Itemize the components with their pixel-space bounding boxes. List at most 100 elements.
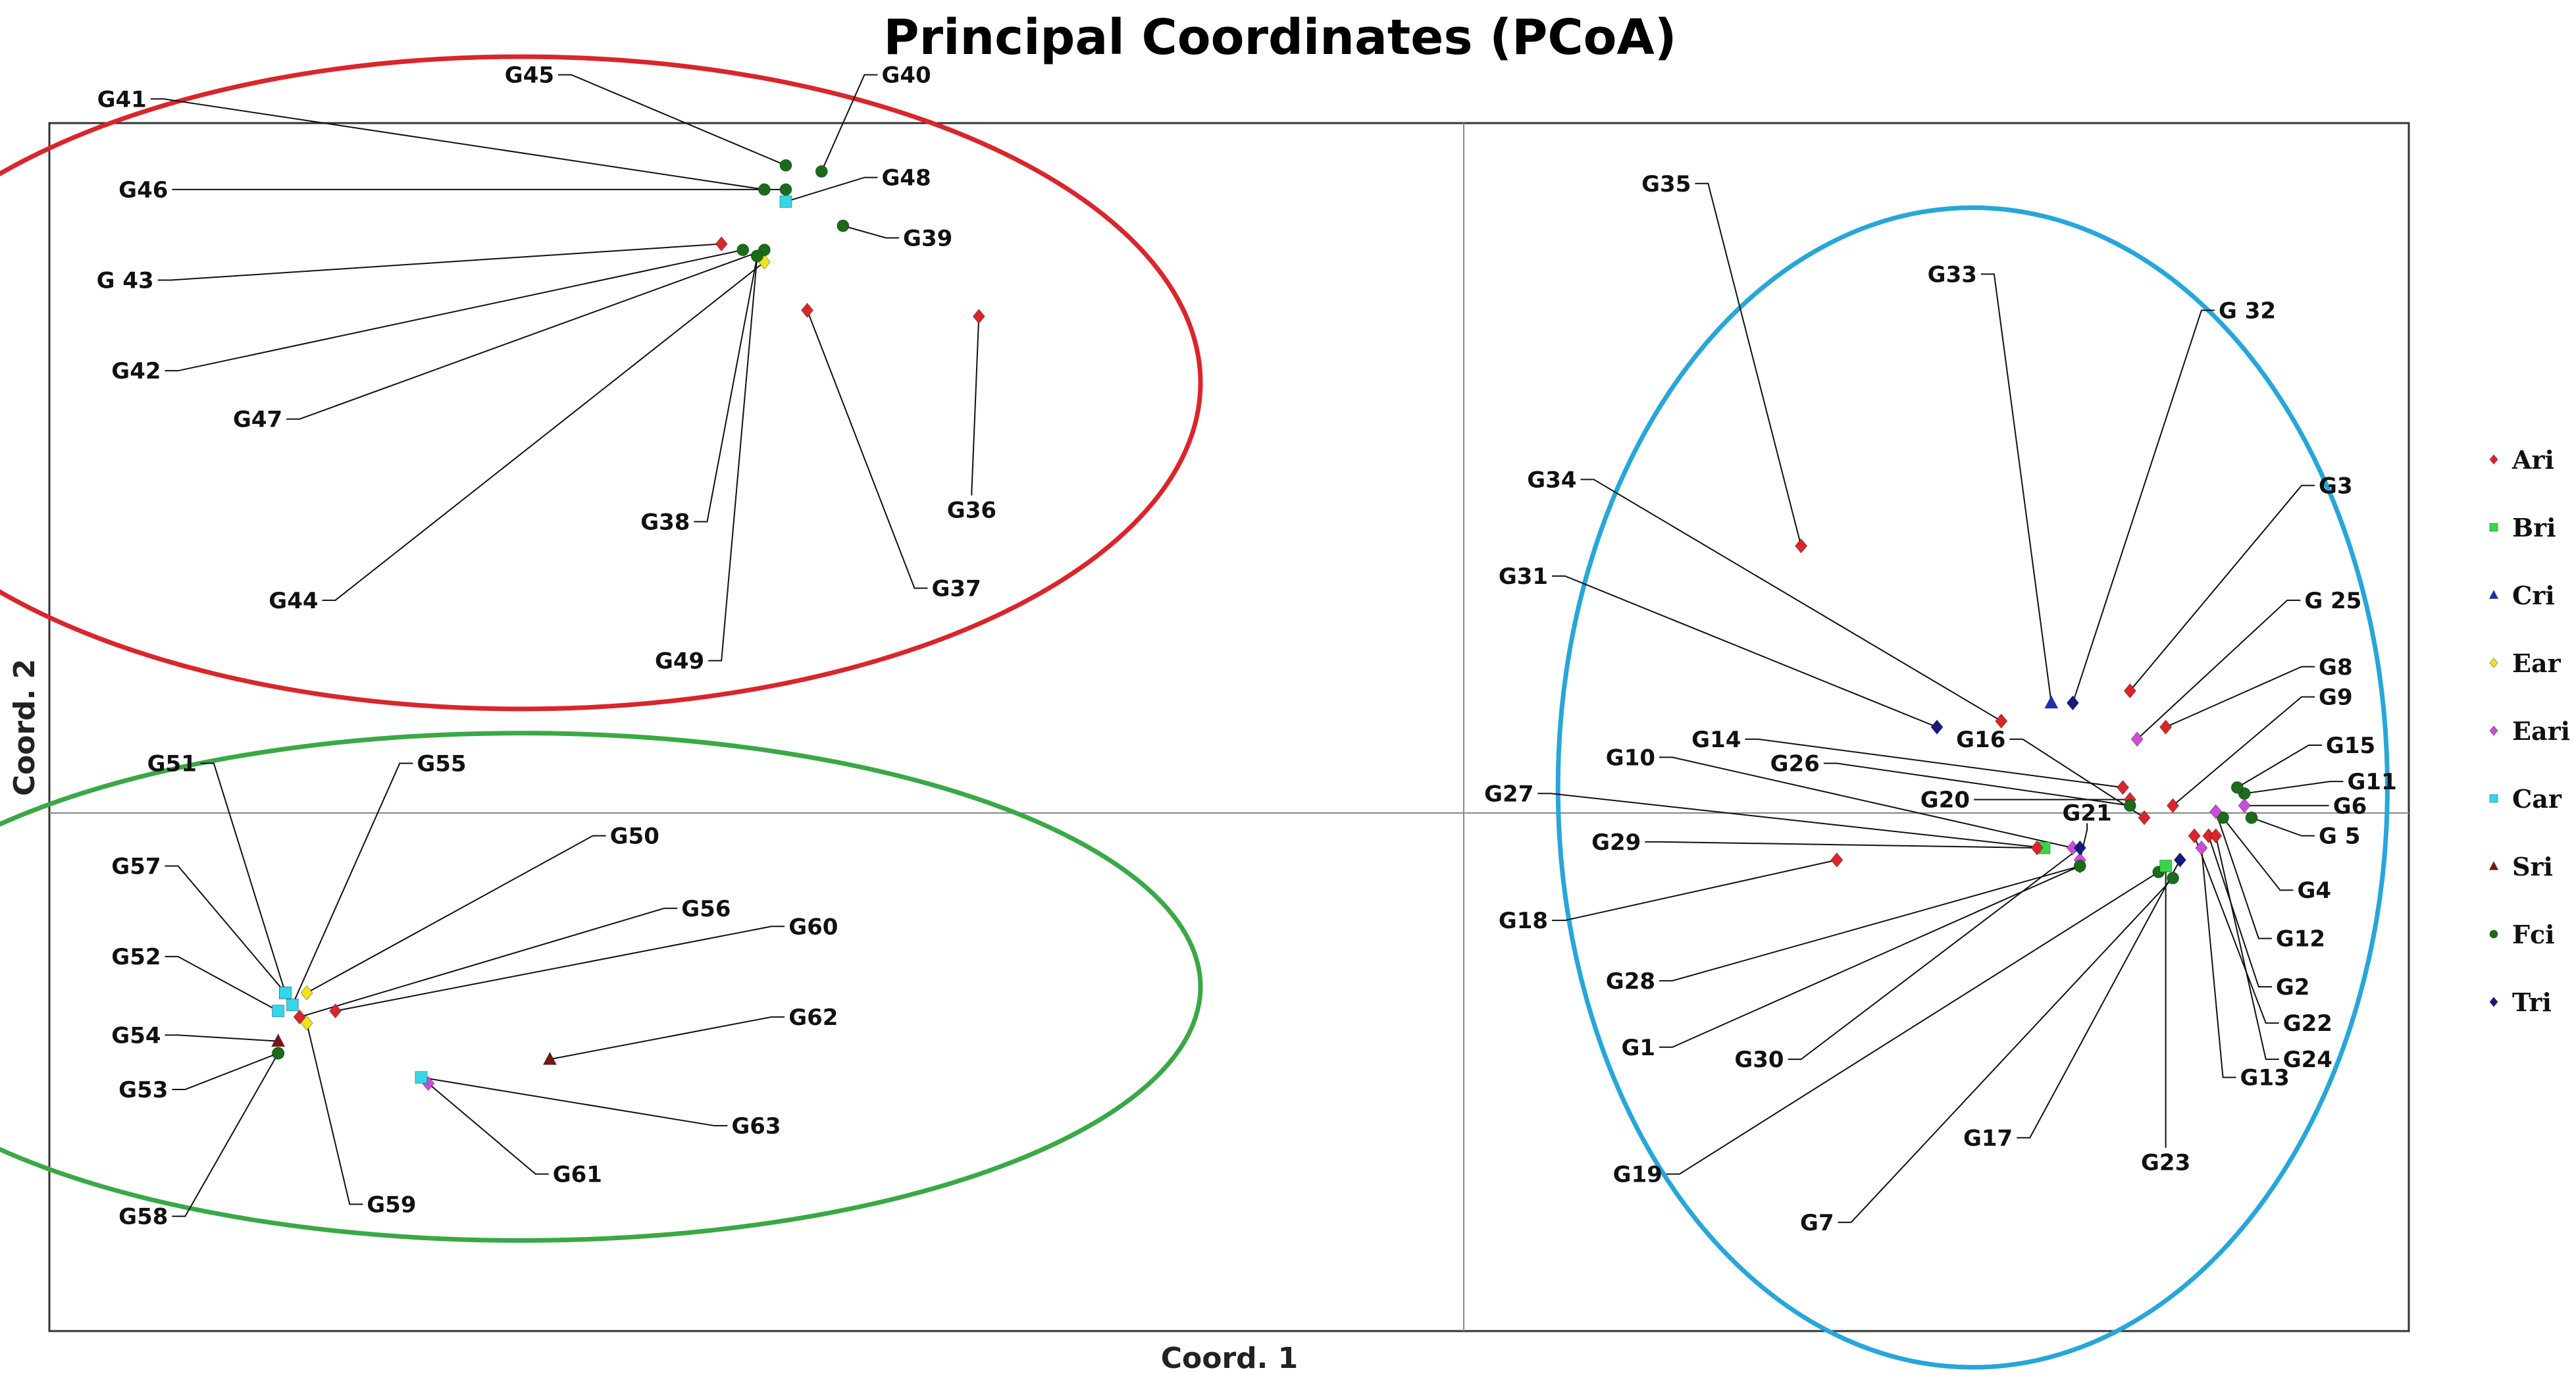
leader-line-g19 — [1666, 871, 2159, 1175]
legend-marker-eari — [2489, 725, 2498, 736]
cluster-ellipse-upper-left — [0, 54, 1203, 712]
point-g49 — [751, 249, 763, 263]
point-g57 — [279, 986, 292, 999]
point-g-5 — [2245, 811, 2258, 824]
point-g59 — [300, 1015, 313, 1031]
leader-line-g31 — [1552, 575, 1938, 728]
point-label-g56: G56 — [681, 896, 731, 922]
leader-line-g44 — [322, 261, 765, 601]
leader-line-g24 — [2215, 835, 2279, 1061]
point-label-g16: G16 — [1956, 727, 2005, 753]
leader-line-g30 — [1788, 847, 2080, 1061]
point-label-g46: G46 — [118, 177, 168, 203]
legend-marker-bri — [2489, 523, 2498, 532]
leader-line-g-32 — [2072, 309, 2215, 704]
point-label-g1: G1 — [1621, 1035, 1655, 1061]
leader-line-g61 — [428, 1083, 549, 1175]
point-g50 — [300, 985, 313, 1001]
leader-line-g50 — [306, 835, 606, 994]
point-label-g10: G10 — [1606, 745, 1655, 771]
leader-line-g14 — [1745, 738, 2123, 789]
point-g8 — [2159, 719, 2173, 735]
point-label-g39: G39 — [903, 225, 952, 251]
leader-line-g-5 — [2251, 817, 2315, 837]
legend-marker-ear — [2489, 658, 2498, 668]
point-g35 — [1794, 538, 1808, 554]
leader-line-g35 — [1695, 182, 1802, 546]
point-label-g45: G45 — [505, 63, 554, 89]
leader-line-g9 — [2172, 696, 2315, 806]
leader-line-g22 — [2194, 835, 2279, 1024]
point-label-g29: G29 — [1591, 829, 1641, 856]
data-points — [270, 159, 2258, 1091]
legend-label-tri: Tri — [2512, 987, 2552, 1017]
chart-title: Principal Coordinates (PCoA) — [883, 9, 1676, 66]
point-label-g53: G53 — [118, 1077, 168, 1103]
point-label-g9: G9 — [2319, 685, 2353, 711]
point-label-g7: G7 — [1800, 1210, 1834, 1236]
point-g16 — [2138, 810, 2151, 826]
point-label-g35: G35 — [1641, 171, 1691, 197]
legend-label-cri: Cri — [2512, 581, 2555, 610]
leader-line-g18 — [1552, 859, 1838, 922]
point-g55 — [286, 999, 299, 1012]
leader-line-g-25 — [2136, 599, 2301, 740]
point-g60 — [328, 1003, 342, 1019]
point-g9 — [2166, 798, 2180, 814]
cluster-ellipses — [0, 54, 2390, 1370]
leader-line-g58 — [172, 1053, 279, 1217]
leader-line-g36 — [971, 316, 980, 496]
leader-line-g56 — [299, 907, 678, 1018]
leader-line-g42 — [165, 249, 743, 372]
point-g-43 — [715, 236, 728, 252]
point-label-g-32: G 32 — [2219, 298, 2276, 324]
point-g17 — [2173, 852, 2187, 868]
point-label-g-25: G 25 — [2304, 588, 2361, 614]
leader-line-g26 — [1823, 762, 2130, 806]
point-g29 — [2030, 840, 2044, 856]
leader-line-g8 — [2165, 666, 2315, 728]
point-label-g18: G18 — [1499, 908, 1548, 934]
cluster-ellipse-lower-left — [0, 731, 1203, 1243]
point-label-g26: G26 — [1770, 751, 1820, 777]
leader-line-g59 — [306, 1022, 363, 1205]
point-g3 — [2123, 683, 2136, 699]
point-g31 — [1930, 719, 1944, 735]
leader-line-g12 — [2215, 811, 2272, 939]
leader-line-g10 — [1659, 756, 2073, 849]
leader-line-g1 — [1659, 865, 2080, 1048]
point-g46 — [779, 183, 792, 196]
point-g54 — [270, 1033, 286, 1047]
point-label-g63: G63 — [731, 1113, 781, 1140]
leader-line-g55 — [292, 762, 413, 1005]
leader-line-g60 — [335, 926, 785, 1012]
point-g41 — [758, 183, 771, 196]
leader-line-g53 — [172, 1053, 278, 1090]
point-label-g40: G40 — [881, 63, 931, 89]
point-label-g33: G33 — [1928, 261, 1977, 288]
point-g26 — [2123, 799, 2136, 812]
point-label-g44: G44 — [269, 588, 318, 614]
point-label-g47: G47 — [233, 407, 282, 433]
point-g13 — [2195, 840, 2208, 856]
legend-label-car: Car — [2512, 784, 2562, 814]
point-label-g22: G22 — [2283, 1010, 2332, 1037]
point-label-g30: G30 — [1734, 1047, 1784, 1073]
leader-line-g15 — [2236, 745, 2322, 789]
leader-line-g29 — [1645, 841, 2038, 849]
leader-line-g17 — [2017, 859, 2181, 1139]
legend-label-sri: Sri — [2512, 852, 2553, 881]
leader-line-g37 — [806, 310, 928, 589]
leader-line-g49 — [708, 255, 758, 662]
point-label-g48: G48 — [881, 165, 931, 192]
point-label-g13: G13 — [2240, 1065, 2290, 1091]
leader-line-g4 — [2222, 817, 2294, 891]
point-g52 — [272, 1005, 285, 1018]
legend-marker-fci — [2489, 930, 2498, 939]
point-label-g49: G49 — [655, 648, 704, 675]
leader-line-g52 — [165, 956, 279, 1012]
leader-line-g45 — [558, 74, 786, 167]
leader-line-g-43 — [157, 243, 722, 281]
